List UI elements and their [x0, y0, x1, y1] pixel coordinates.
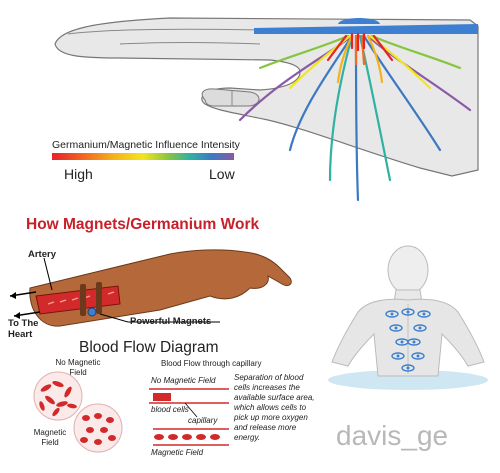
blood-flow-title: Blood Flow Diagram	[79, 339, 219, 356]
legend-title: Germanium/Magnetic Influence Intensity	[52, 139, 240, 151]
legend-low-label: Low	[209, 166, 235, 182]
influence-rays	[238, 32, 472, 202]
arm-artery-diagram	[9, 249, 292, 327]
human-back-figure	[328, 245, 488, 390]
no-field-capillary-label: No Magnetic Field	[151, 376, 216, 385]
artery-label: Artery	[28, 249, 56, 260]
to-heart-label: To The Heart	[8, 318, 39, 340]
capillary-heading: Blood Flow through capillary	[161, 359, 262, 368]
no-magnetic-field-label: No Magnetic Field	[55, 358, 101, 377]
separation-caption: Separation of blood cells increases the …	[234, 373, 315, 442]
magnetic-field-label: Magnetic Field	[33, 428, 67, 447]
blood-cells-label: blood cells	[151, 405, 189, 414]
magnetic-field-capillary-label: Magnetic Field	[151, 448, 204, 457]
how-it-works-title: How Magnets/Germanium Work	[26, 216, 260, 233]
blood-cell-circles	[33, 371, 123, 453]
watermark: davis_ge	[336, 420, 449, 451]
powerful-magnets-label: Powerful Magnets	[130, 316, 212, 327]
capillary-label: capillary	[188, 416, 218, 425]
legend-high-label: High	[64, 166, 93, 182]
hand-outline-diagram	[54, 17, 479, 202]
capillary-diagram	[149, 388, 229, 446]
intensity-gradient-bar	[52, 153, 234, 160]
